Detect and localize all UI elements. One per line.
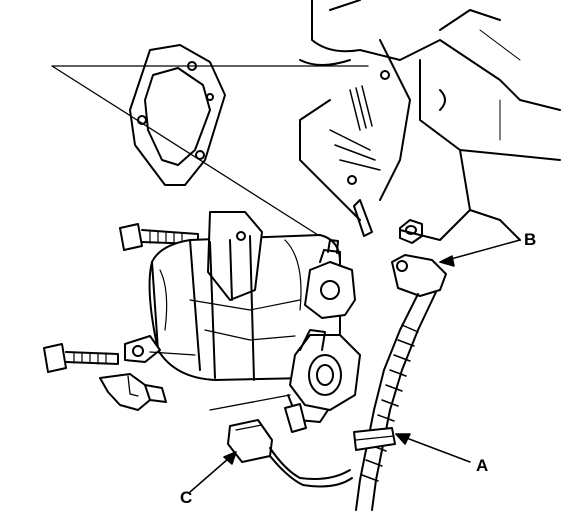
ground-clip [99,373,167,411]
mounting-nut [399,219,423,244]
gasket-leader-lines [51,65,369,236]
solenoid-terminal-upper [304,239,356,319]
callout-label-c: C [180,488,193,507]
harness-connector [209,394,353,488]
lower-bolt [43,343,119,373]
bracket [124,335,196,363]
engine-block [299,0,561,241]
leader-arrows [189,239,521,493]
starter-motor [148,211,341,381]
battery-cable [353,254,447,511]
callout-label-a: A [476,456,489,475]
solenoid-terminal-lower [284,329,361,433]
callout-label-b: B [524,230,537,249]
